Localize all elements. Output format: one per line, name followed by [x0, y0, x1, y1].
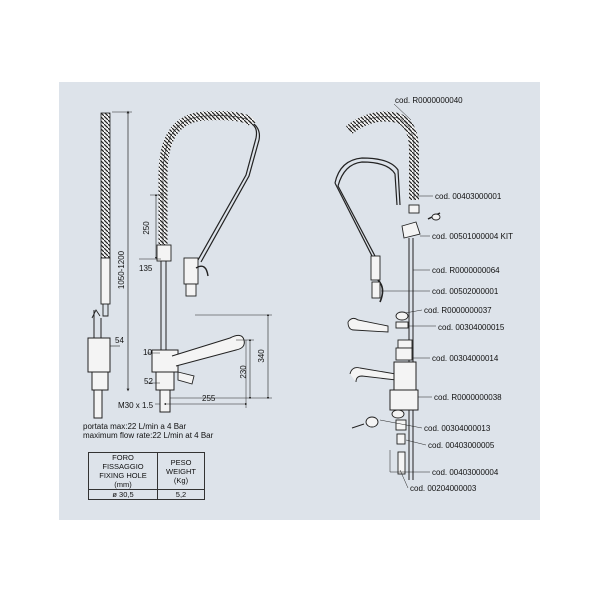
part-code-label: cod. 00403000004: [432, 468, 499, 477]
side-spray-head: [100, 257, 111, 305]
drawing-sheet: [59, 82, 540, 520]
flow-note-it: portata max:22 L/min a 4 Bar: [83, 422, 187, 431]
exploded-handle: [347, 317, 389, 333]
weight-value: 5,2: [157, 489, 205, 500]
dim-arm-offset: 135: [139, 264, 153, 273]
front-spray-head: [183, 257, 199, 285]
front-spout: [171, 334, 245, 367]
part-code-label: cod. 00304000015: [438, 323, 505, 332]
dim-spout-height: 230: [239, 365, 248, 379]
part-code-label: cod. 00403000005: [428, 441, 495, 450]
weight-header: PESO WEIGHT (Kg): [157, 452, 205, 490]
part-code-label: cod. 00501000004 KIT: [432, 232, 513, 241]
part-code-label: cod. 00304000013: [424, 424, 491, 433]
exploded-body: [393, 361, 417, 391]
exploded-view: [334, 103, 441, 489]
dim-hose-span: 250: [142, 221, 151, 235]
side-body: [87, 337, 111, 373]
part-code-label: cod. R0000000038: [434, 393, 502, 402]
spec-table: FORO FISSAGGIO FIXING HOLE (mm) PESO WEI…: [88, 452, 205, 500]
part-code-label: cod. R0000000064: [432, 266, 500, 275]
part-code-label: cod. 00204000003: [410, 484, 477, 493]
part-code-label: cod. 00502000001: [432, 287, 499, 296]
front-view: [139, 111, 272, 413]
dim-base-offset: 52: [144, 377, 153, 386]
fixing-hole-header: FORO FISSAGGIO FIXING HOLE (mm): [88, 452, 158, 490]
exploded-spray-head: [370, 255, 381, 281]
dim-overall-height: 340: [257, 349, 266, 363]
fixing-hole-value: ø 30,5: [88, 489, 158, 500]
part-code-label: cod. R0000000037: [424, 306, 492, 315]
part-code-label: cod. R0000000040: [395, 96, 463, 105]
part-code-label: cod. 00403000001: [435, 192, 502, 201]
exploded-spout: [349, 367, 397, 383]
dim-base-height: 10: [143, 348, 152, 357]
side-view: [87, 110, 132, 419]
flow-note-en: maximum flow rate:22 L/min at 4 Bar: [83, 431, 214, 440]
dim-thread: M30 x 1.5: [118, 401, 154, 410]
dim-total-height: 1050-1200: [117, 250, 126, 289]
side-hose-coil: [100, 112, 111, 259]
dim-side-width: 54: [115, 336, 124, 345]
part-code-label: cod. 00304000014: [432, 354, 499, 363]
dim-spout-reach: 255: [202, 394, 216, 403]
